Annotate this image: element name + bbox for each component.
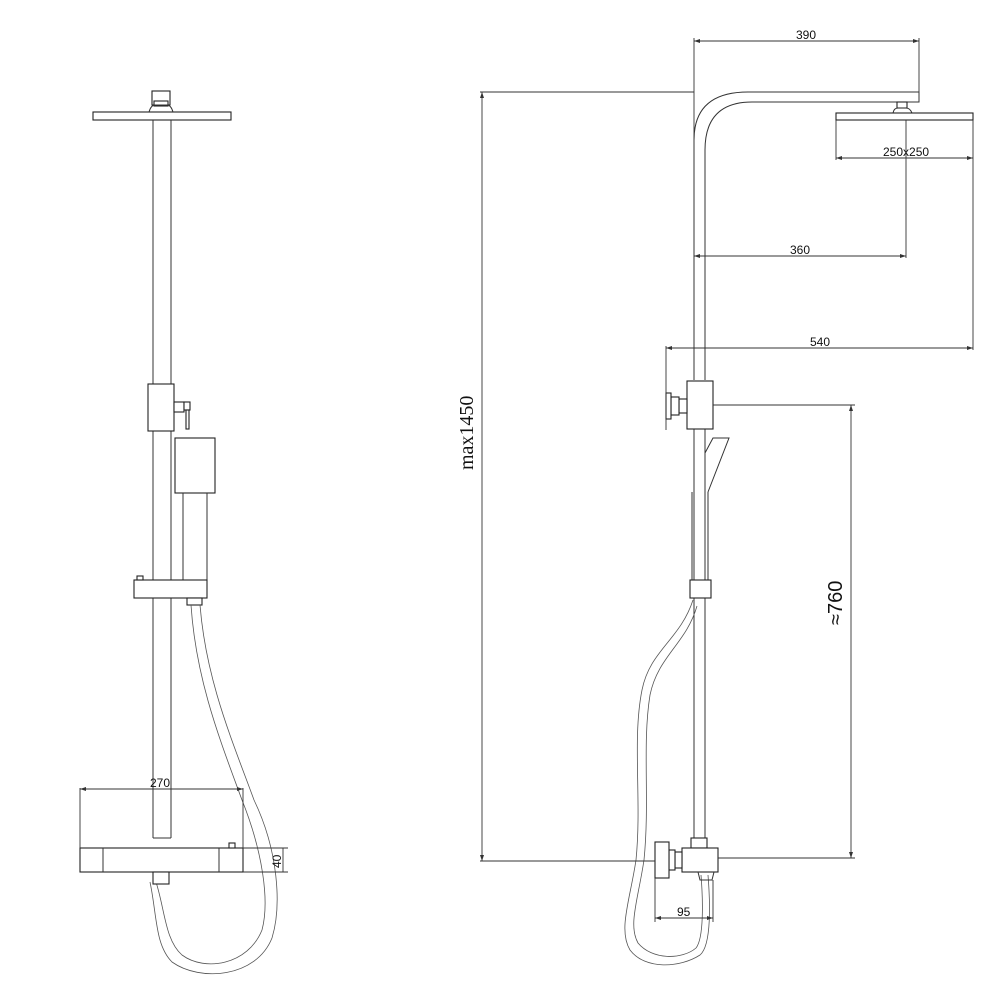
front-diverter-block — [147, 383, 175, 432]
side-shower-arm — [693, 91, 920, 380]
dim-mixer-height: 40 — [270, 854, 284, 868]
dim-outlet-distance: ≈760 — [825, 581, 847, 625]
front-view: 270 40 — [79, 90, 288, 975]
front-mixer-bar — [79, 847, 244, 873]
side-slider-holder — [689, 579, 712, 599]
side-mixer-body — [681, 847, 719, 873]
side-hand-shower — [704, 437, 730, 493]
front-bottom-outlet — [152, 871, 170, 885]
dim-mixer-width: 270 — [150, 776, 170, 790]
dim-total-depth: 540 — [810, 335, 830, 349]
dim-arm-reach: 390 — [796, 28, 816, 42]
dim-mixer-depth: 95 — [677, 905, 691, 919]
front-shower-head — [92, 111, 232, 121]
side-diverter-block — [686, 380, 714, 430]
front-hand-shower-head — [174, 437, 216, 494]
front-slider-holder — [133, 579, 208, 599]
side-shower-head — [835, 112, 974, 121]
dim-head-offset: 360 — [790, 243, 810, 257]
side-view: 390 250x250 360 540 max1450 ≈760 — [456, 28, 974, 966]
side-mixer-knob — [654, 841, 670, 879]
dim-max-height: max1450 — [456, 396, 478, 470]
